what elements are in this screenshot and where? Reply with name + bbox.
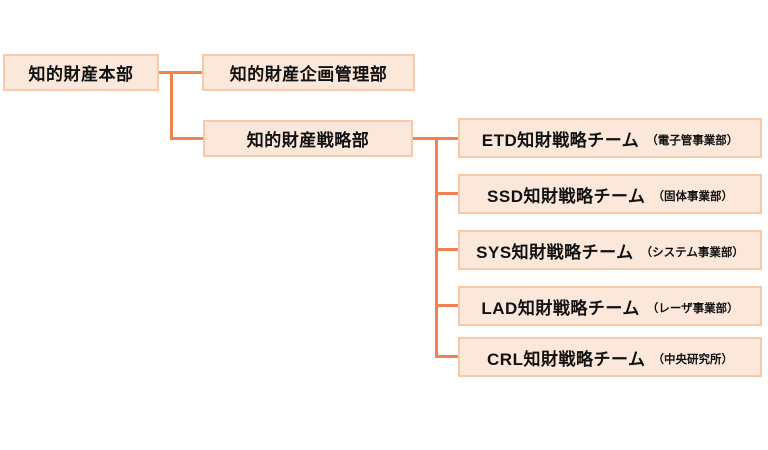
org-node-planning-dept: 知的財産企画管理部 <box>202 54 415 91</box>
connector-branch-ssd <box>435 192 458 195</box>
team-org-label: （システム事業部） <box>640 246 744 259</box>
team-org-label: （固体事業部） <box>652 190 733 203</box>
org-node-label: 知的財産戦略部 <box>246 131 370 150</box>
team-org-label: （中央研究所） <box>652 353 733 366</box>
org-node-team-lad: LAD知財戦略チーム （レーザ事業部） <box>458 286 762 326</box>
org-node-team-sys: SYS知財戦略チーム （システム事業部） <box>458 230 762 270</box>
connector-branch-sys <box>435 248 458 251</box>
connector-branch-to-senryaku <box>170 137 203 140</box>
org-node-team-crl: CRL知財戦略チーム （中央研究所） <box>458 337 762 377</box>
team-label: SYS知財戦略チーム <box>476 242 634 262</box>
org-node-label: 知的財産本部 <box>28 65 134 84</box>
org-node-team-etd: ETD知財戦略チーム （電子管事業部） <box>458 118 762 158</box>
team-label: LAD知財戦略チーム <box>481 298 640 318</box>
connector-honbu-to-branch <box>159 71 202 74</box>
org-node-label: 知的財産企画管理部 <box>229 65 388 84</box>
team-org-label: （電子管事業部） <box>646 134 739 147</box>
team-label: SSD知財戦略チーム <box>487 186 646 206</box>
team-label: ETD知財戦略チーム <box>481 130 640 150</box>
connector-branch-crl <box>435 355 458 358</box>
org-node-team-ssd: SSD知財戦略チーム （固体事業部） <box>458 174 762 214</box>
connector-branch-lad <box>435 304 458 307</box>
team-label: CRL知財戦略チーム <box>487 349 646 369</box>
org-node-strategy-dept: 知的財産戦略部 <box>203 120 413 157</box>
connector-left-vertical <box>170 71 173 140</box>
org-node-headquarters: 知的財産本部 <box>3 54 159 91</box>
team-org-label: （レーザ事業部） <box>646 302 739 315</box>
connector-right-vertical <box>435 137 438 358</box>
